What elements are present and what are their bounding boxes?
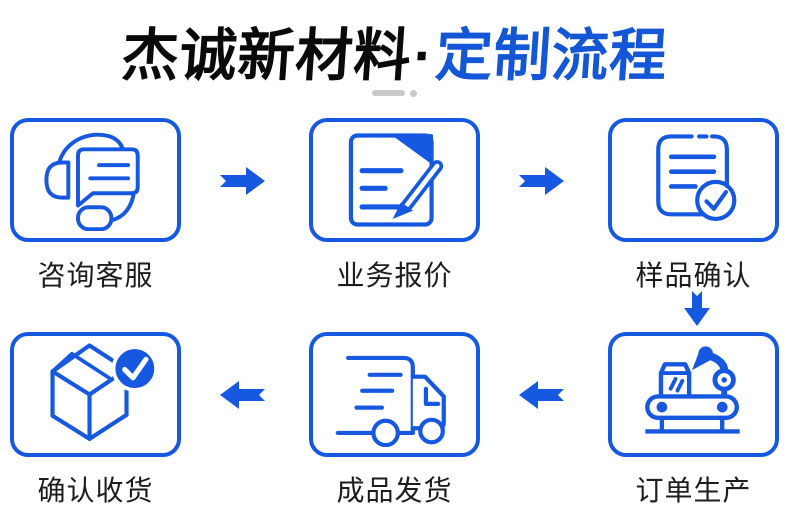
step-label: 订单生产 (635, 475, 752, 506)
arrow-left-1 (519, 381, 564, 409)
step-card (608, 332, 779, 457)
arrow-down (684, 291, 710, 326)
step-shipping: 成品发货 (309, 332, 480, 509)
swipe-indicator-dash (372, 90, 405, 96)
step-card (608, 118, 779, 242)
step-card (309, 332, 480, 457)
title-accent: 定制流程 (433, 24, 670, 88)
arrow-left-2 (220, 381, 265, 409)
arrow-right-1 (220, 167, 265, 195)
brand-name: 杰诚新材料 (119, 24, 414, 88)
robot-arm-conveyor-icon (644, 346, 740, 434)
step-card (10, 118, 181, 242)
headset-chat-icon (43, 132, 140, 231)
page-title: 杰诚新材料·定制流程 (0, 10, 790, 92)
package-check-icon (49, 343, 158, 441)
step-card (309, 118, 480, 242)
step-label: 确认收货 (37, 475, 154, 506)
step-label: 成品发货 (336, 475, 453, 506)
step-label: 样品确认 (635, 260, 752, 291)
delivery-truck-icon (335, 355, 446, 447)
step-label: 业务报价 (336, 260, 453, 291)
step-consult-service: 咨询客服 (10, 118, 181, 294)
step-sample-confirm: 样品确认 (608, 118, 779, 294)
step-confirm-receipt: 确认收货 (10, 332, 181, 509)
step-label: 咨询客服 (37, 260, 154, 291)
swipe-indicator-dot (410, 90, 417, 97)
step-quotation: 业务报价 (309, 118, 480, 294)
document-pen-icon (348, 133, 444, 227)
document-check-icon (656, 134, 737, 222)
step-card (10, 332, 181, 457)
step-order-production: 订单生产 (608, 332, 779, 509)
arrow-right-2 (519, 167, 564, 195)
